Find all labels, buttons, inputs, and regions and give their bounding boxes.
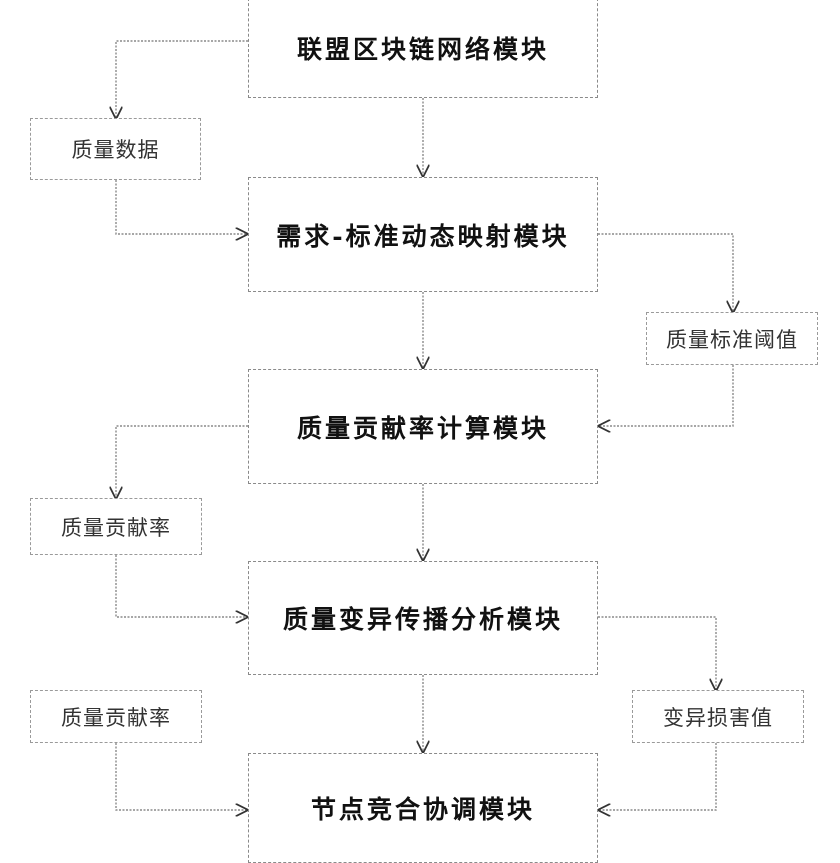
blockchain-network-module: 联盟区块链网络模块 xyxy=(248,0,598,98)
quality-threshold-label: 质量标准阈值 xyxy=(646,312,818,365)
quality-variation-propagation-module: 质量变异传播分析模块 xyxy=(248,561,598,675)
arrow-damage-to-coordination xyxy=(599,743,716,810)
quality-data-label: 质量数据 xyxy=(30,118,201,180)
arrow-blockchain-to-quality-data xyxy=(116,41,248,118)
node-coordination-module: 节点竞合协调模块 xyxy=(248,753,598,863)
arrow-propagation-to-damage xyxy=(598,617,716,690)
arrow-quality-data-to-mapping xyxy=(116,180,247,234)
variation-damage-label: 变异损害值 xyxy=(632,690,804,743)
arrow-mapping-to-threshold xyxy=(598,234,733,312)
arrow-rate1-to-propagation xyxy=(116,555,247,617)
arrow-threshold-to-contribution xyxy=(599,365,733,426)
quality-contribution-module: 质量贡献率计算模块 xyxy=(248,369,598,484)
contribution-rate-label-2: 质量贡献率 xyxy=(30,690,202,743)
contribution-rate-label-1: 质量贡献率 xyxy=(30,498,202,555)
arrow-rate2-to-coordination xyxy=(116,743,247,810)
arrow-contribution-to-rate1 xyxy=(116,426,248,498)
demand-standard-mapping-module: 需求-标准动态映射模块 xyxy=(248,177,598,292)
